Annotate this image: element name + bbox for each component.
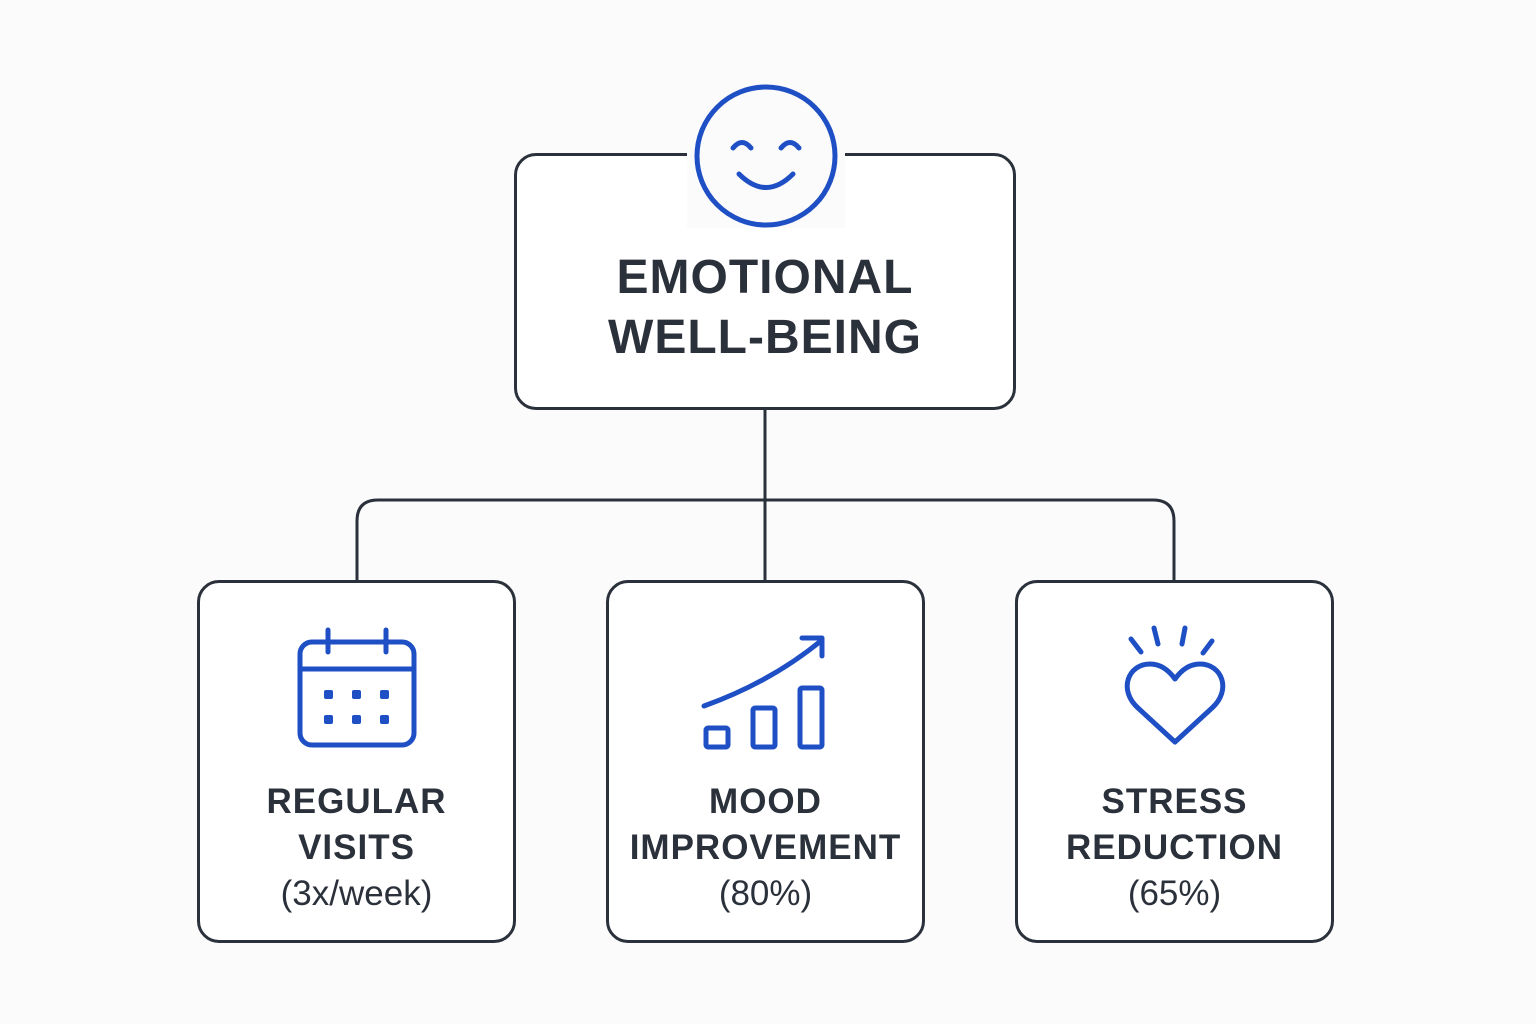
regular-visits-value: (3x/week) (280, 874, 433, 913)
regular-visits-line1: REGULAR (266, 782, 447, 821)
stress-reduction-line1: STRESS (1101, 782, 1248, 821)
mood-improvement-node: MOOD IMPROVEMENT (80%) (606, 580, 925, 943)
calendar-icon (200, 617, 513, 757)
trending-up-bar-chart-icon (609, 617, 922, 757)
mood-improvement-line1: MOOD (709, 782, 822, 821)
smiley-face-icon (687, 84, 845, 228)
root-title: EMOTIONAL WELL-BEING (517, 248, 1013, 368)
stress-reduction-value: (65%) (1127, 874, 1222, 913)
mood-improvement-value: (80%) (718, 874, 813, 913)
root-title-line1: EMOTIONAL (616, 251, 914, 304)
mood-improvement-line2: IMPROVEMENT (629, 828, 902, 867)
root-title-line2: WELL-BEING (608, 311, 922, 364)
regular-visits-label: REGULAR VISITS (3x/week) (200, 779, 513, 917)
stress-reduction-line2: REDUCTION (1065, 828, 1284, 867)
regular-visits-line2: VISITS (298, 828, 415, 867)
left-branch-line (355, 498, 767, 582)
right-branch-line (763, 498, 1176, 582)
mood-improvement-label: MOOD IMPROVEMENT (80%) (609, 779, 922, 917)
stress-reduction-label: STRESS REDUCTION (65%) (1018, 779, 1331, 917)
radiant-heart-icon (1018, 617, 1331, 757)
regular-visits-node: REGULAR VISITS (3x/week) (197, 580, 516, 943)
stress-reduction-node: STRESS REDUCTION (65%) (1015, 580, 1334, 943)
